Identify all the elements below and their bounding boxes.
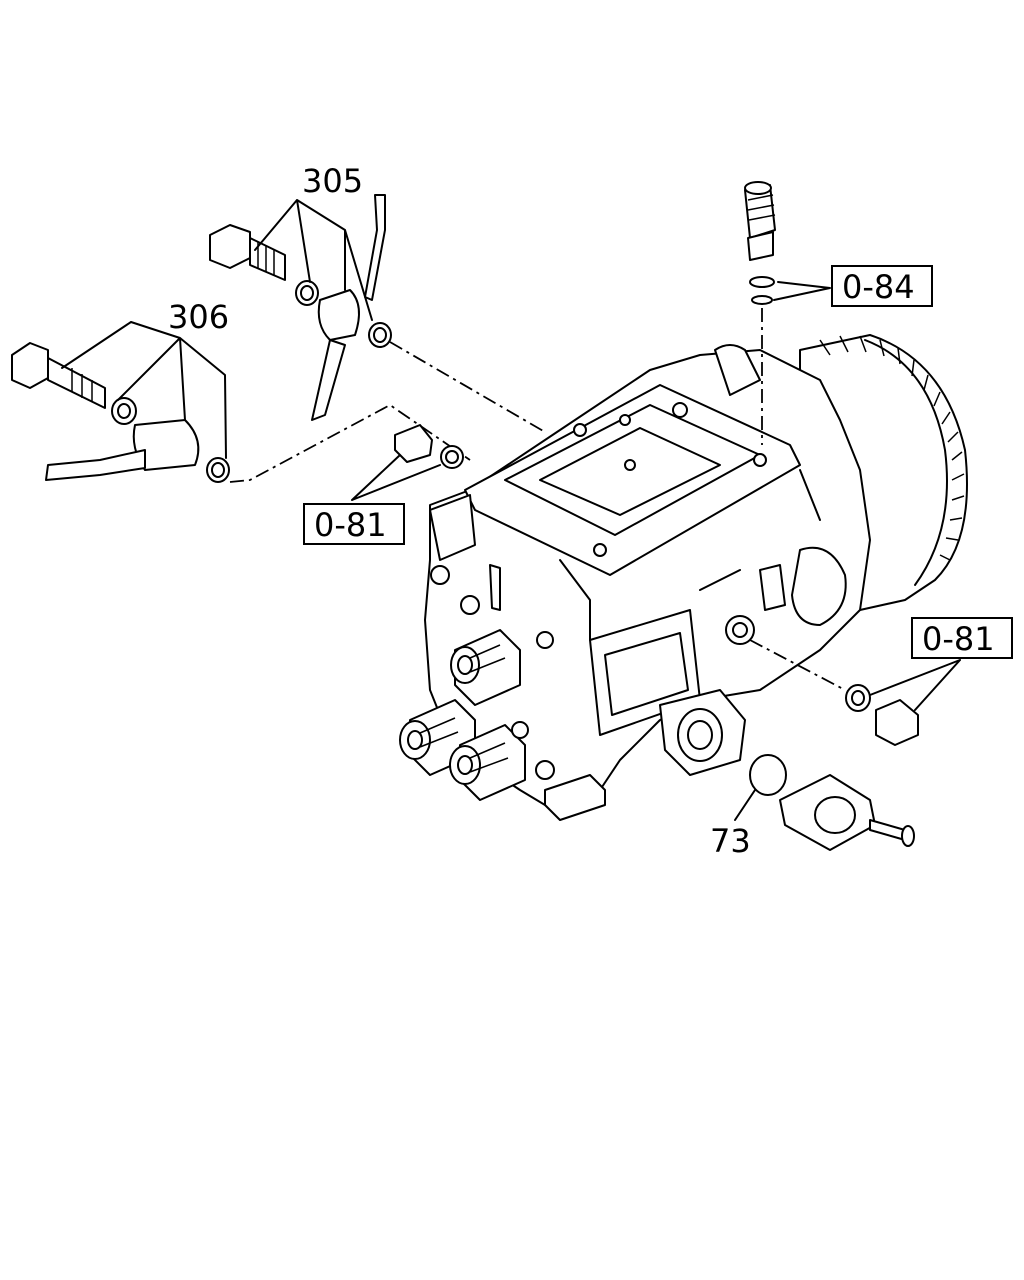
injection-pump-body: [399, 334, 968, 821]
banjo-bolt-306: [11, 342, 230, 483]
washer-lower: [751, 295, 773, 305]
callout-305: 305: [302, 162, 363, 200]
callout-0-81-left: 0-81: [314, 506, 387, 544]
callout-73: 73: [710, 822, 751, 860]
pressure-valve: [744, 181, 776, 261]
callout-0-84: 0-84: [842, 268, 915, 306]
callout-box-0-84: [831, 265, 933, 307]
cover-plate: [779, 774, 915, 851]
banjo-bolt-305: [209, 194, 392, 421]
plug-right: [749, 639, 919, 746]
washer-upper: [749, 276, 775, 288]
o-ring-73: [749, 754, 787, 796]
callout-box-0-81-left: [303, 503, 405, 545]
front-fittings: [399, 564, 555, 801]
callout-306: 306: [168, 298, 229, 336]
plug-left: [394, 424, 464, 469]
callout-0-81-right: 0-81: [922, 620, 995, 658]
callout-box-0-81-right: [911, 617, 1013, 659]
